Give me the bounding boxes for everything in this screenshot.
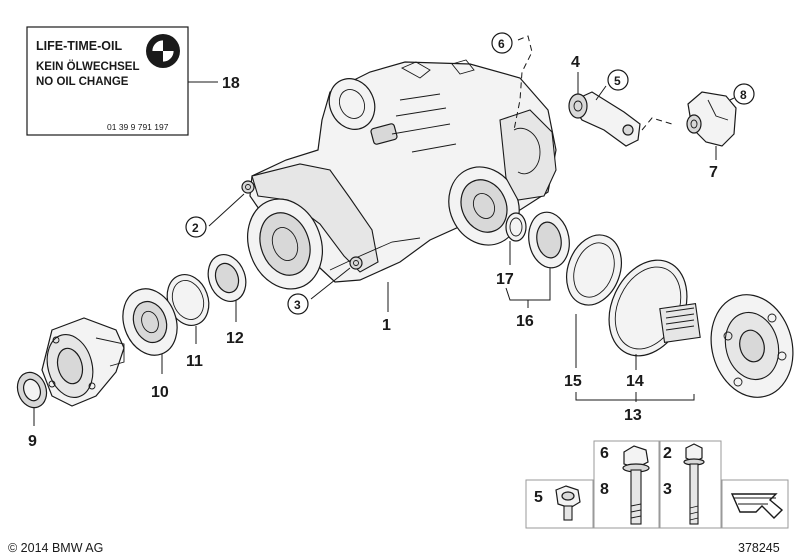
input-flange[interactable] <box>40 317 125 407</box>
output-seal-16[interactable] <box>524 209 573 271</box>
callout-4[interactable]: 4 <box>571 54 580 71</box>
leader-8 <box>729 97 735 101</box>
next-page-arrow-icon[interactable] <box>730 493 784 519</box>
callout-5[interactable]: 5 <box>614 74 621 88</box>
output-flange-shaft[interactable] <box>659 285 800 406</box>
copyright-text: © 2014 BMW AG <box>8 541 103 555</box>
callout-1[interactable]: 1 <box>382 317 391 334</box>
leader-5 <box>595 85 607 101</box>
callout-17[interactable]: 17 <box>496 271 514 288</box>
callout-5-circle <box>607 69 629 91</box>
shaft-seal-12[interactable] <box>202 249 252 306</box>
collar-nut-9[interactable] <box>13 368 52 411</box>
label-card-part-number: 01 39 9 791 197 <box>107 122 169 132</box>
leader-2 <box>208 193 245 227</box>
label-card-title: LIFE-TIME-OIL <box>36 39 122 53</box>
mounting-bracket[interactable] <box>568 91 641 147</box>
callout-12[interactable]: 12 <box>226 330 244 347</box>
hw-label-col-a-top[interactable]: 6 <box>600 445 609 462</box>
hex-bolt-2-3[interactable] <box>683 443 705 525</box>
oil-label-card[interactable]: LIFE-TIME-OIL KEIN ÖLWECHSEL NO OIL CHAN… <box>26 26 189 136</box>
callout-14[interactable]: 14 <box>626 373 644 390</box>
leader-13 <box>575 392 695 401</box>
callout-7[interactable]: 7 <box>709 164 718 181</box>
callout-3[interactable]: 3 <box>294 298 301 312</box>
callout-8-circle <box>733 83 755 105</box>
callout-15[interactable]: 15 <box>564 373 582 390</box>
callout-16[interactable]: 16 <box>516 313 534 330</box>
callout-2-circle <box>185 216 207 238</box>
diagram-id: 378245 <box>738 541 780 555</box>
dashed-leader-6 <box>513 35 533 131</box>
hw-label-col-a-bottom[interactable]: 8 <box>600 481 609 498</box>
callout-11[interactable]: 11 <box>186 353 203 370</box>
callout-8[interactable]: 8 <box>740 88 747 102</box>
hardware-panel <box>525 440 789 529</box>
leader-16 <box>505 268 551 301</box>
callout-6[interactable]: 6 <box>498 37 505 51</box>
o-ring-17[interactable] <box>505 212 527 242</box>
callout-13[interactable]: 13 <box>624 407 642 424</box>
hw-label-col-b-top[interactable]: 2 <box>663 445 672 462</box>
callout-6-circle <box>491 32 513 54</box>
hw-label-col-b-bottom[interactable]: 3 <box>663 481 672 498</box>
dashed-link-bracket <box>641 117 673 131</box>
callout-9[interactable]: 9 <box>28 433 37 450</box>
seal-ring-15[interactable] <box>557 227 630 312</box>
differential-housing[interactable] <box>235 59 557 300</box>
flange-bolt-6-8[interactable] <box>622 445 650 525</box>
hex-nut-5[interactable] <box>555 485 581 521</box>
deflector-plate-10[interactable] <box>114 281 186 363</box>
callout-2[interactable]: 2 <box>192 221 199 235</box>
leader-3 <box>310 267 351 300</box>
label-card-line1: KEIN ÖLWECHSEL <box>36 60 140 73</box>
callout-3-circle <box>287 293 309 315</box>
label-card-line2: NO OIL CHANGE <box>36 76 129 88</box>
brand-roundel-logo <box>146 34 180 68</box>
rubber-mount[interactable] <box>686 91 737 147</box>
callout-10[interactable]: 10 <box>151 384 169 401</box>
hw-label-nut[interactable]: 5 <box>534 489 543 506</box>
callout-18[interactable]: 18 <box>222 75 240 92</box>
